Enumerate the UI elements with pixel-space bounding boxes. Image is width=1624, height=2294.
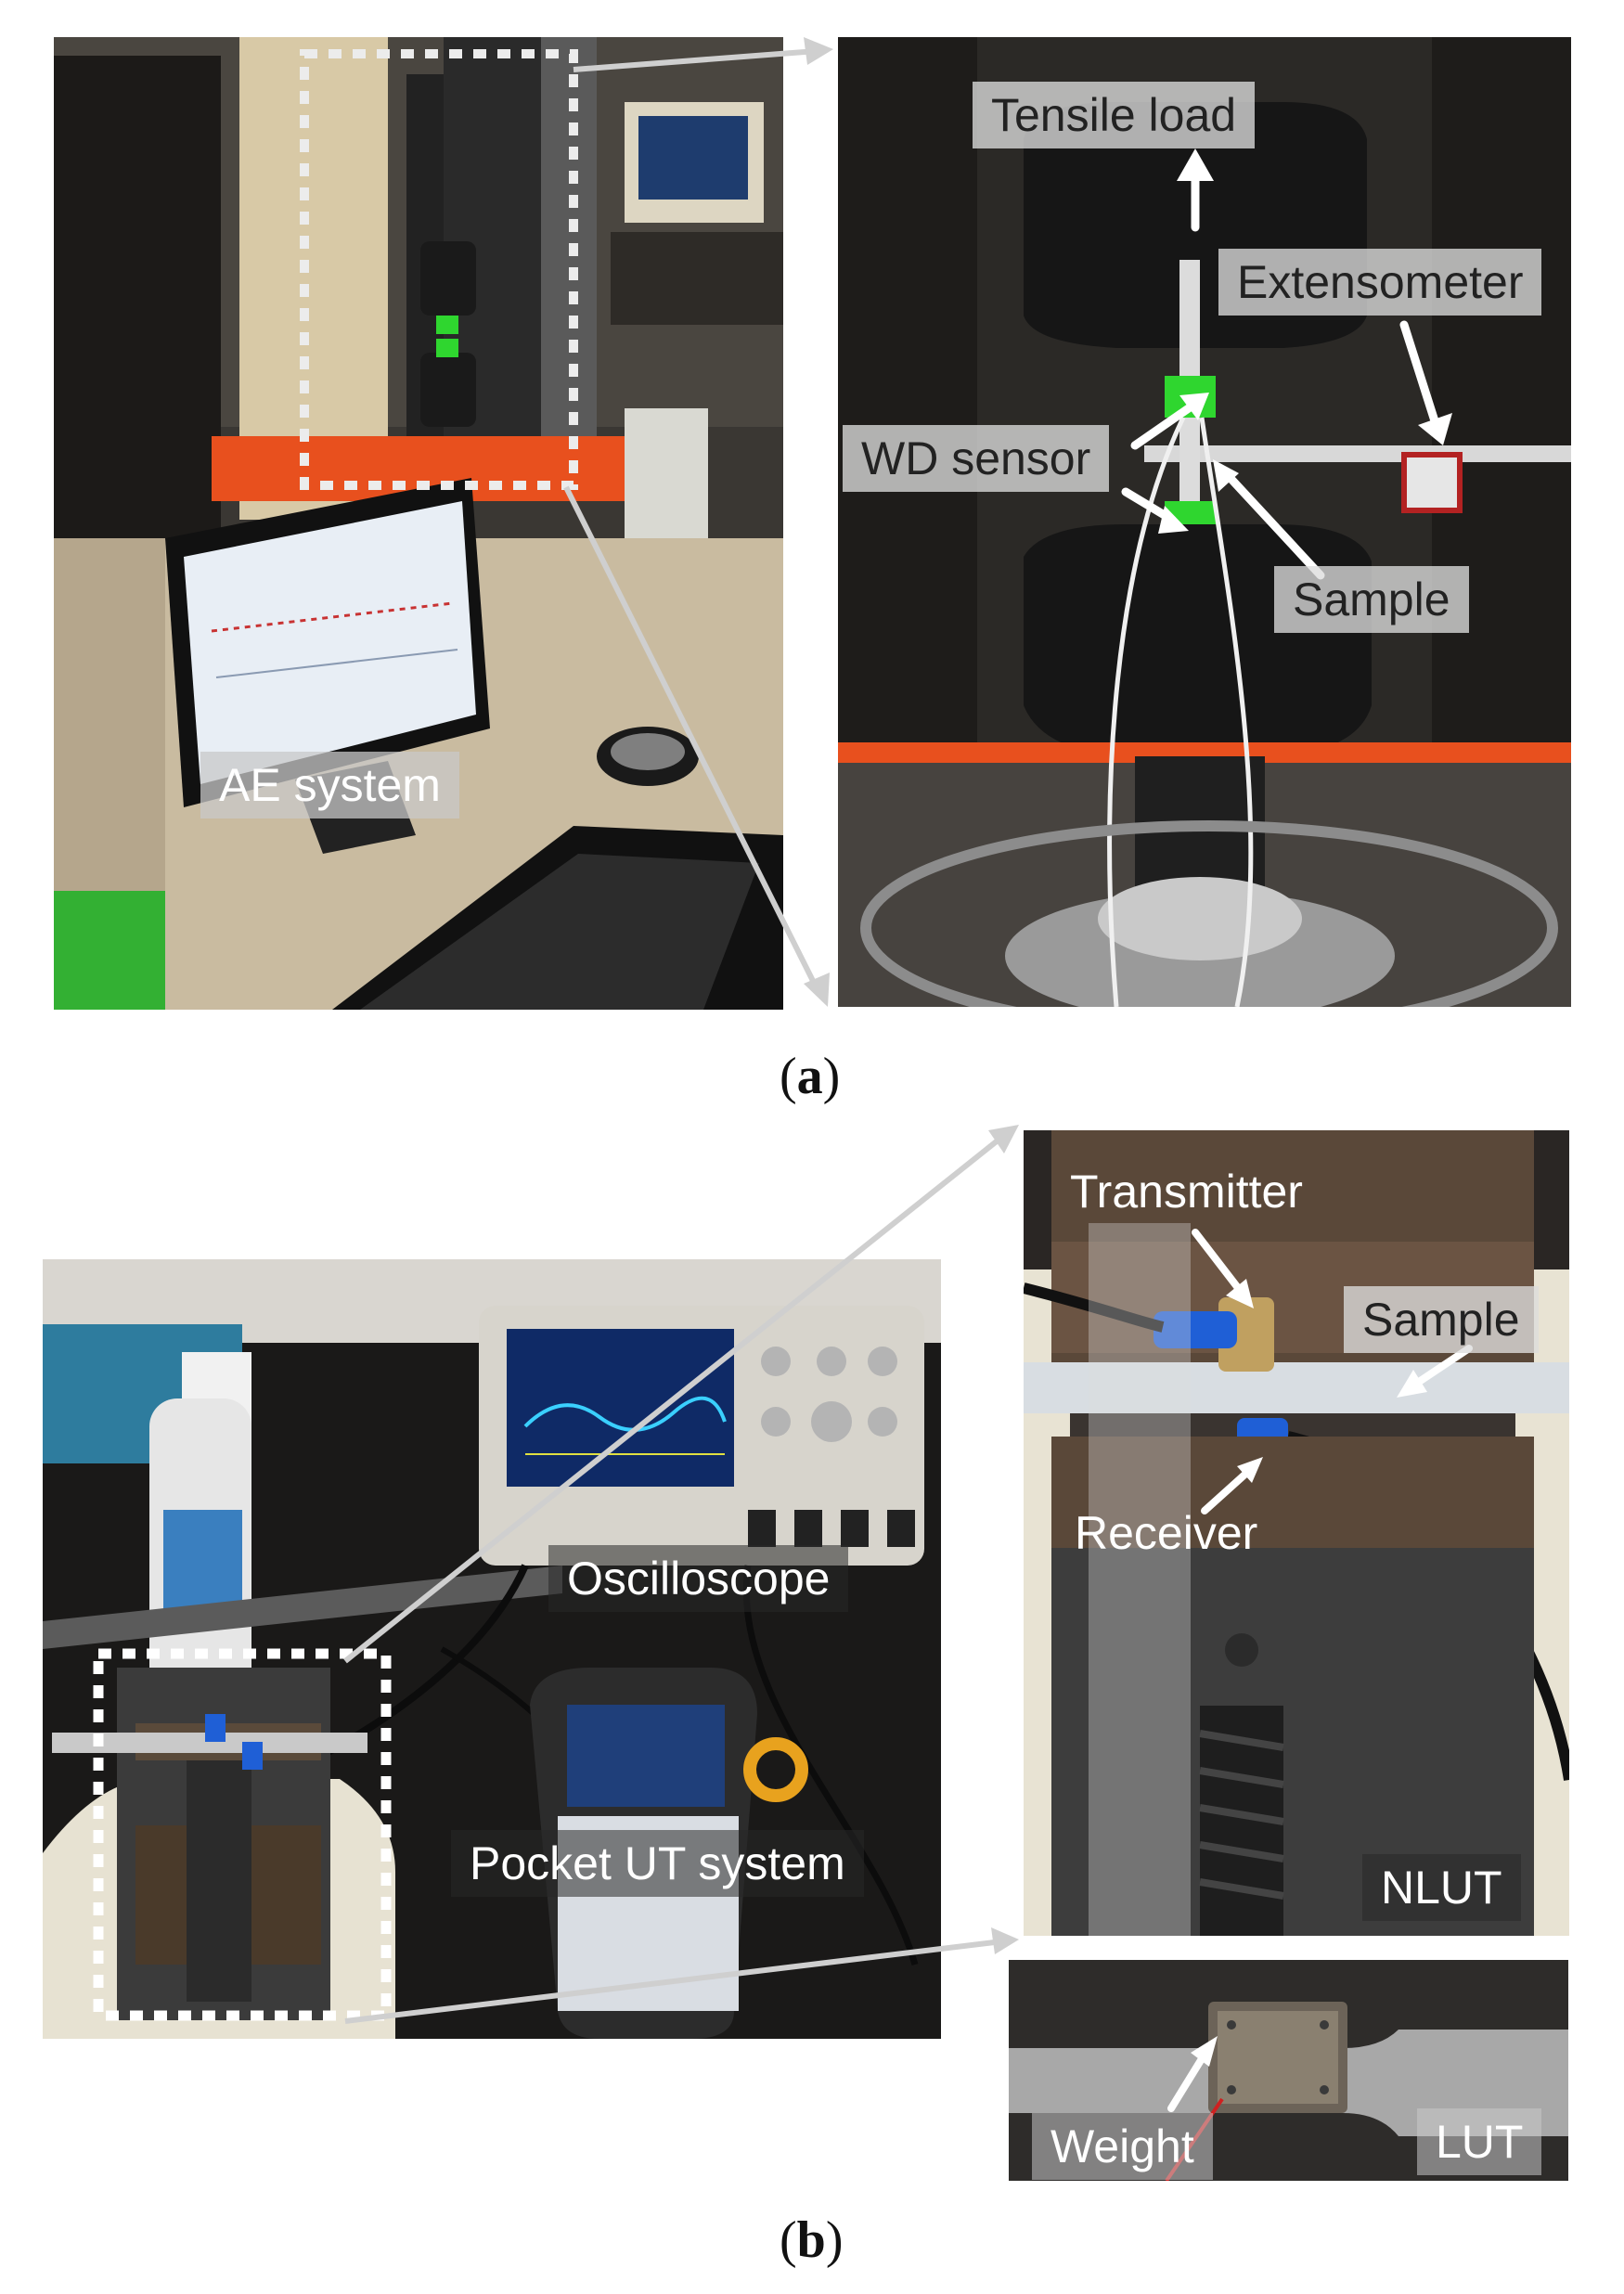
label-weight: Weight bbox=[1032, 2113, 1213, 2180]
photo-lab-overview: AE system bbox=[54, 37, 783, 1010]
photo-nlut-closeup: Transmitter Sample Receiver NLUT bbox=[1024, 1130, 1569, 1936]
photo-lut-weight: Weight LUT bbox=[1009, 1960, 1568, 2181]
arrow-wd-top bbox=[1130, 399, 1200, 450]
nlut-closeup-drawing bbox=[1024, 1130, 1569, 1936]
label-oscilloscope: Oscilloscope bbox=[548, 1545, 849, 1612]
photo-bench-overview: Oscilloscope Pocket UT system bbox=[43, 1259, 941, 2039]
label-extensometer: Extensometer bbox=[1218, 249, 1542, 316]
arrow-weight bbox=[1167, 2049, 1209, 2112]
arrow-extensometer bbox=[1399, 320, 1441, 432]
bench-overview-drawing bbox=[43, 1259, 941, 2039]
pocket-ut-screen bbox=[567, 1705, 725, 1807]
label-sample-b: Sample bbox=[1344, 1286, 1539, 1353]
label-pocket-ut-system: Pocket UT system bbox=[451, 1830, 864, 1897]
oscilloscope-screen bbox=[507, 1329, 734, 1487]
label-sample-a: Sample bbox=[1274, 566, 1469, 633]
transmitter-probe bbox=[1154, 1311, 1237, 1348]
caption-b: (b) bbox=[780, 2211, 844, 2269]
dashed-highlight-box-b bbox=[93, 1648, 392, 2021]
label-wd-sensor: WD sensor bbox=[843, 425, 1110, 492]
label-receiver: Receiver bbox=[1075, 1507, 1258, 1559]
dashed-highlight-box bbox=[300, 49, 578, 490]
arrow-sample-b bbox=[1410, 1345, 1473, 1389]
ae-screen bbox=[184, 501, 476, 784]
lab-overview-drawing bbox=[54, 37, 783, 1010]
photo-tensile-closeup: Tensile load Extensometer WD sensor Samp… bbox=[838, 37, 1571, 1007]
label-lut: LUT bbox=[1417, 2108, 1542, 2175]
label-nlut: NLUT bbox=[1362, 1854, 1521, 1921]
arrow-receiver bbox=[1201, 1465, 1255, 1514]
arrow-transmitter bbox=[1192, 1229, 1245, 1296]
arrow-sample bbox=[1221, 469, 1325, 580]
sensor-green-top bbox=[436, 316, 458, 334]
caption-a: (a) bbox=[780, 1048, 841, 1105]
tensile-closeup-drawing bbox=[838, 37, 1571, 1007]
label-ae-system: AE system bbox=[200, 752, 459, 818]
label-tensile-load: Tensile load bbox=[973, 82, 1256, 148]
sensor-green-bottom bbox=[436, 339, 458, 357]
label-transmitter: Transmitter bbox=[1070, 1166, 1303, 1218]
